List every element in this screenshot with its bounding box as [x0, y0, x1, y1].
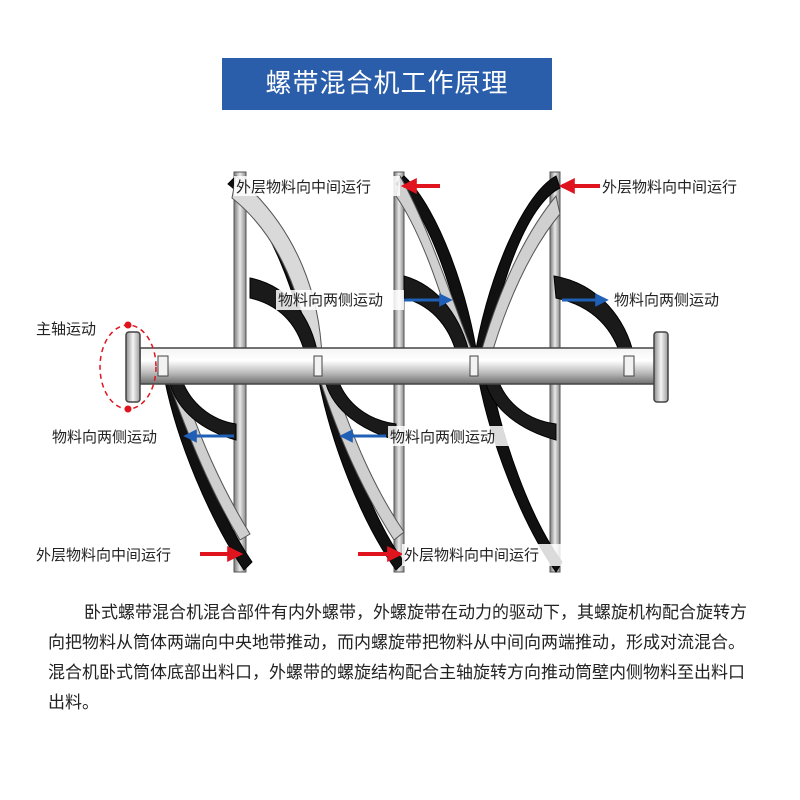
shaft-collar [469, 355, 479, 377]
red-arrows [200, 178, 600, 562]
rotation-dot-icon [124, 405, 132, 413]
label-mid-right-2: 物料向两侧运动 [614, 291, 719, 309]
label-lower-mid: 物料向两侧运动 [390, 428, 495, 446]
label-shaft: 主轴运动 [36, 320, 96, 338]
label-lower-left: 物料向两侧运动 [52, 428, 157, 446]
inner-ribbon-blade [319, 377, 405, 541]
outer-ribbon-blade [477, 373, 563, 573]
label-top-right: 外层物料向中间运行 [602, 178, 737, 196]
shaft-collar [313, 355, 323, 377]
main-shaft [125, 331, 669, 403]
shaft-collar [623, 355, 635, 377]
description-paragraph-1: 卧式螺带混合机混合部件有内外螺带，外螺旋带在动力的驱动下，其螺旋机构配合旋转方向… [48, 603, 747, 653]
rotation-dot-icon [124, 321, 132, 329]
left-flange [125, 331, 141, 403]
right-flange [653, 331, 669, 403]
label-top-left: 外层物料向中间运行 [236, 178, 371, 196]
description-paragraph-2: 混合机卧式筒体底部出料口，外螺带的螺旋结构配合主轴旋转方向推动筒壁内侧物料至出料… [48, 663, 745, 713]
page-title: 螺带混合机工作原理 [222, 58, 552, 110]
shaft-rotation-indicator [99, 321, 157, 413]
description: 卧式螺带混合机混合部件有内外螺带，外螺旋带在动力的驱动下，其螺旋机构配合旋转方向… [48, 598, 760, 718]
blue-arrows [183, 293, 609, 443]
shaft-body [139, 347, 661, 385]
label-bottom-mid: 外层物料向中间运行 [404, 546, 539, 564]
label-mid-right-1: 物料向两侧运动 [278, 291, 383, 309]
diagram-labels: 外层物料向中间运行 外层物料向中间运行 物料向两侧运动 物料向两侧运动 主轴运动… [36, 176, 737, 566]
shaft-collar [157, 355, 169, 377]
label-bottom-left: 外层物料向中间运行 [36, 546, 171, 564]
